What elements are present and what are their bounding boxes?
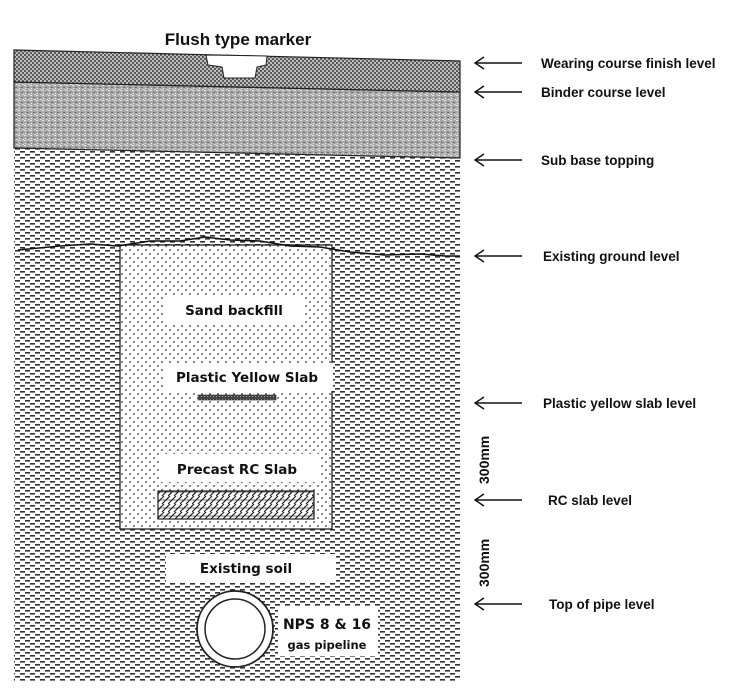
flush-marker-icon <box>205 54 268 79</box>
diagram-title: Flush type marker <box>165 30 312 49</box>
level-label: Top of pipe level <box>549 597 655 612</box>
level-annotation-rc-slab: RC slab level <box>473 493 632 508</box>
level-label: Plastic yellow slab level <box>543 396 696 411</box>
precast-rc-slab-label-bg <box>160 454 320 482</box>
level-annotation-existing-ground: Existing ground level <box>473 249 680 264</box>
level-annotation-wearing-course: Wearing course finish level <box>473 56 716 71</box>
level-annotation-top-of-pipe: Top of pipe level <box>473 597 655 612</box>
dimension-label-upper: 300mm <box>476 436 492 484</box>
pipeline-label-line2: gas pipeline <box>288 638 367 652</box>
existing-soil-label: Existing soil <box>200 561 292 577</box>
level-annotation-sub-base: Sub base topping <box>473 153 654 168</box>
gas-pipeline-inner <box>204 598 266 660</box>
existing-ground-line <box>17 236 460 257</box>
precast-rc-slab <box>157 490 315 520</box>
sand-backfill-label-bg <box>164 296 304 324</box>
sand-backfill-label: Sand backfill <box>185 303 283 319</box>
level-label: Existing ground level <box>543 249 680 264</box>
plastic-yellow-slab <box>197 394 277 401</box>
bottom-margin <box>0 682 733 697</box>
plastic-yellow-slab-label-bg <box>165 363 333 391</box>
precast-rc-slab-label: Precast RC Slab <box>177 462 297 478</box>
level-annotation-plastic-yellow-slab: Plastic yellow slab level <box>473 396 696 411</box>
level-label: RC slab level <box>548 493 632 508</box>
binder-course-layer <box>13 81 461 159</box>
pipeline-label-line1: NPS 8 & 16 <box>283 617 371 633</box>
level-annotation-binder-course: Binder course level <box>473 85 666 100</box>
level-label: Wearing course finish level <box>541 56 716 71</box>
dimension-label-lower: 300mm <box>476 539 492 587</box>
existing-soil-label-bg <box>166 554 336 582</box>
level-label: Sub base topping <box>541 153 654 168</box>
pipeline-label-bg <box>278 606 378 656</box>
level-label: Binder course level <box>541 85 666 100</box>
plastic-yellow-slab-label: Plastic Yellow Slab <box>176 370 318 386</box>
